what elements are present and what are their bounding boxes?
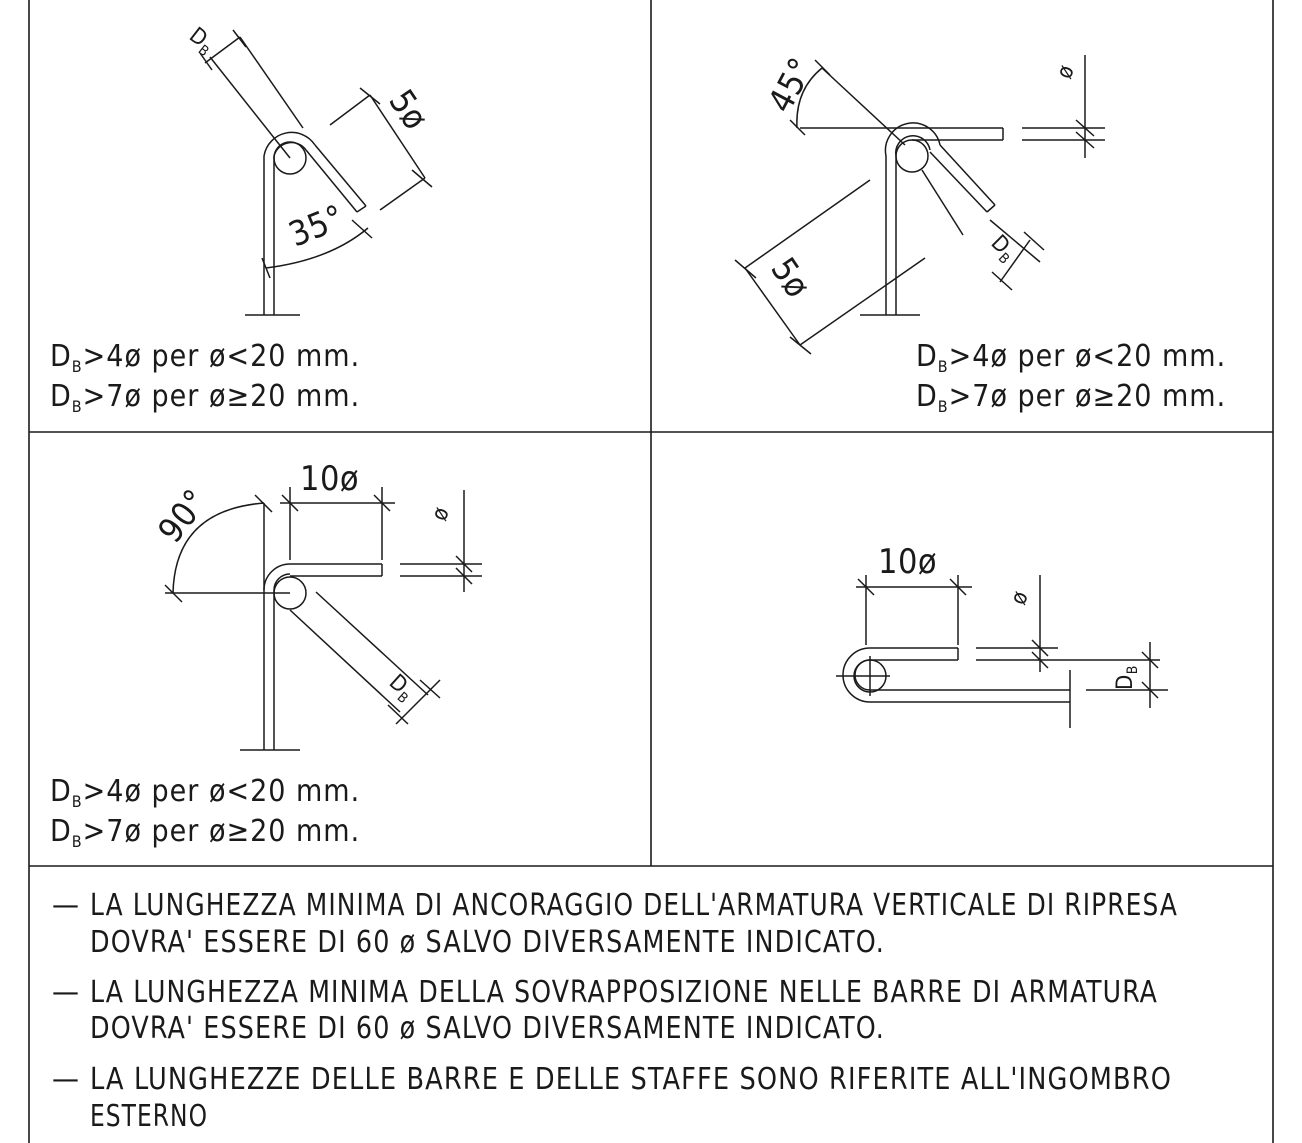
note-dash: — [52,888,80,923]
panel-hook-45-labels: 45° ø 5ø DB DB>4ø per ø<20 mm. DB>7ø per… [761,51,1226,416]
note-line: ESTERNO [90,1099,208,1134]
db-label: DB [1113,665,1141,690]
note-line: LA LUNGHEZZE DELLE BARRE E DELLE STAFFE … [90,1062,1172,1097]
db-label: DB [382,670,419,707]
phi-label: ø [427,504,455,524]
phi-label: ø [1006,588,1034,608]
db-label: DB [182,23,219,60]
phi-label: ø [1052,62,1080,82]
angle-label: 90° [151,482,217,551]
notes-section: — LA LUNGHEZZA MINIMA DI ANCORAGGIO DELL… [52,888,1178,1134]
note-line: LA LUNGHEZZA MINIMA DELLA SOVRAPPOSIZION… [90,975,1158,1010]
condition-1: DB>4ø per ø<20 mm. [916,339,1226,376]
note-item: — LA LUNGHEZZE DELLE BARRE E DELLE STAFF… [52,1062,1172,1134]
panel-hook-90 [164,487,482,751]
note-dash: — [52,975,80,1010]
panel-hook-35-labels: DB 5ø 35° DB>4ø per ø<20 mm. DB>7ø per ø… [50,23,436,416]
mandrel-circle [273,141,307,175]
condition-2: DB>7ø per ø≥20 mm. [50,814,360,851]
note-line: DOVRA' ESSERE DI 60 ø SALVO DIVERSAMENTE… [90,1011,885,1046]
mandrel-circle [895,139,929,173]
panel-hook-45 [734,55,1105,355]
note-dash: — [52,1062,80,1097]
note-item: — LA LUNGHEZZA MINIMA DELLA SOVRAPPOSIZI… [52,975,1158,1046]
note-item: — LA LUNGHEZZA MINIMA DI ANCORAGGIO DELL… [52,888,1178,960]
frame-grid [28,0,1274,1143]
panel-hook-90-labels: 90° 10ø ø DB DB>4ø per ø<20 mm. DB>7ø pe… [50,459,455,851]
condition-2: DB>7ø per ø≥20 mm. [50,379,360,416]
panel-hook-180-labels: 10ø ø DB [878,542,1141,690]
note-line: DOVRA' ESSERE DI 60 ø SALVO DIVERSAMENTE… [90,925,885,960]
five-phi-label: 5ø [381,83,436,138]
condition-1: DB>4ø per ø<20 mm. [50,339,360,376]
five-phi-label: 5ø [763,251,818,306]
condition-2: DB>7ø per ø≥20 mm. [916,379,1226,416]
note-line: LA LUNGHEZZA MINIMA DI ANCORAGGIO DELL'A… [90,888,1178,923]
ten-phi-label: 10ø [878,542,937,582]
panel-hook-180 [836,575,1168,728]
ten-phi-label: 10ø [300,459,359,499]
condition-1: DB>4ø per ø<20 mm. [50,774,360,811]
panel-hook-35 [199,29,433,316]
db-label: DB [984,231,1021,268]
angle-label: 45° [761,51,822,119]
